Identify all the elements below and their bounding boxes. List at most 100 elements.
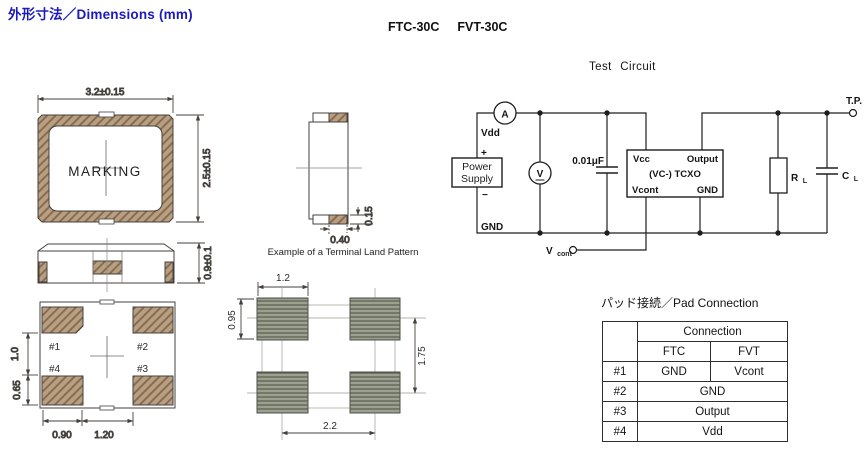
ftc-value-cell: GND (637, 361, 711, 382)
circuit-wires (476, 112, 849, 251)
test-circuit: A V Power Supply + − Vdd GND 0.01μF Vcc … (451, 96, 862, 258)
land-pattern: Example of a Terminal Land Pattern 1.2 0… (227, 247, 428, 440)
vcont-label-sub: cont (557, 251, 572, 258)
test-point-terminal (848, 108, 858, 118)
dim-height (176, 114, 204, 223)
dim-cap-thickness-label: 0.15 (364, 206, 375, 226)
dim-row-pitch-label: 1.0 (10, 347, 21, 361)
pad-3 (132, 375, 174, 406)
model-title: FTC-30C FVT-30C (388, 20, 507, 34)
table-row: #4 Vdd (602, 421, 788, 442)
dim-width (37, 95, 174, 113)
plus-sign: + (481, 148, 487, 159)
end-body (308, 121, 349, 220)
bypass-cap-label: 0.01μF (572, 156, 604, 167)
rl-label-main: R (791, 173, 799, 184)
rl-label: R L (791, 168, 808, 185)
land-dim-row-pitch: 1.75 (417, 346, 428, 366)
dim-pad-height-label: 0.65 (12, 380, 23, 400)
table-row: #2 GND (602, 381, 788, 402)
land-pad-bl (256, 371, 309, 414)
test-circuit-title: Test Circuit (589, 61, 656, 73)
marking-text: MARKING (68, 164, 142, 179)
table-row: Connection (602, 321, 788, 362)
model-name-fvt: FVT-30C (457, 20, 508, 34)
pad-cell: #1 (602, 361, 638, 382)
power-supply-line2: Supply (461, 173, 494, 185)
cl-label-main: C (842, 171, 849, 182)
pad-4 (41, 375, 84, 406)
tcxo-pin-output: Output (687, 154, 719, 165)
vcont-label-main: V (546, 246, 553, 257)
fvt-header-cell: FVT (710, 341, 788, 362)
rl-label-sub: L (803, 178, 808, 185)
dim-pad-width-label: 0.90 (52, 430, 72, 441)
pad-cell: #3 (602, 401, 638, 422)
package-top-view: MARKING 3.2±0.15 2.5±0.15 (37, 87, 214, 225)
dim-pad-gap-label: 1.20 (94, 430, 114, 441)
cl-label: C L (842, 166, 859, 183)
lid-line (37, 243, 175, 252)
pad2-label: #2 (137, 342, 149, 353)
left-terminal (38, 261, 48, 283)
pad-connection-title: パッド接続／Pad Connection (601, 296, 759, 310)
land-dim-pad-height: 0.95 (227, 310, 238, 330)
land-dims (237, 282, 418, 436)
pad-1 (41, 306, 84, 334)
ftc-header-cell: FTC (637, 341, 711, 362)
tcxo-pin-vcc: Vcc (633, 154, 650, 165)
shared-value-cell: GND (637, 381, 788, 402)
pad4-label: #4 (49, 364, 61, 375)
vdd-label: Vdd (481, 128, 500, 139)
shared-value-cell: Output (637, 401, 788, 422)
pad-cell: #2 (602, 381, 638, 402)
land-pattern-caption: Example of a Terminal Land Pattern (268, 247, 419, 258)
pad-2 (132, 306, 174, 334)
dim-pad-cols (42, 410, 134, 426)
bottom-notch (98, 218, 115, 225)
right-terminal (164, 261, 174, 283)
package-body-hatch (37, 114, 174, 223)
dim-width-label: 3.2±0.15 (86, 87, 125, 98)
junction-dots (537, 110, 830, 236)
dim-height-label: 2.5±0.15 (202, 148, 213, 187)
land-dim-col-pitch: 2.2 (323, 421, 337, 432)
dimensions-title: 外形寸法／Dimensions (mm) (8, 7, 193, 22)
center-block (92, 260, 123, 275)
connection-header-cell: Connection (637, 321, 788, 342)
minus-sign: − (482, 190, 488, 201)
tp-label: T.P. (846, 96, 862, 107)
table-row: #3 Output (602, 401, 788, 422)
ammeter-symbol (493, 101, 517, 125)
voltmeter-letter: V (537, 169, 544, 180)
pad-connection-table: Connection FTC FVT #1 GND Vcont #2 GND #… (602, 321, 788, 442)
vcont-label: V cont (546, 241, 573, 258)
voltmeter-symbol (528, 161, 552, 185)
ammeter-letter: A (501, 110, 508, 121)
model-name-ftc: FTC-30C (388, 20, 440, 34)
tcxo-name: (VC-) TCXO (649, 169, 701, 180)
land-pad-br (349, 371, 401, 414)
package-outline-ghost (261, 304, 396, 409)
land-pad-tl (256, 297, 309, 341)
package-end-view: 0.15 0.40 (296, 112, 376, 247)
tcxo-box (626, 149, 724, 198)
dim-pad-rows (22, 332, 38, 406)
dim-cap-width (320, 225, 356, 235)
pad3-label: #3 (137, 364, 149, 375)
gnd-label: GND (481, 222, 503, 233)
load-resistor (769, 157, 788, 194)
corner-cell (602, 321, 638, 362)
tcxo-pin-vcont: Vcont (632, 185, 659, 196)
dim-cap-thickness (350, 207, 373, 232)
table-row: #1 GND Vcont (602, 361, 788, 382)
pad1-label: #1 (49, 342, 61, 353)
dim-cap-width-label: 0.40 (330, 235, 350, 246)
top-notch (98, 111, 115, 118)
table-row: FTC FVT (603, 341, 788, 362)
land-pad-tr (349, 297, 401, 341)
shared-value-cell: Vdd (637, 421, 788, 442)
package-side-view: 0.9±0.1 (37, 238, 215, 292)
